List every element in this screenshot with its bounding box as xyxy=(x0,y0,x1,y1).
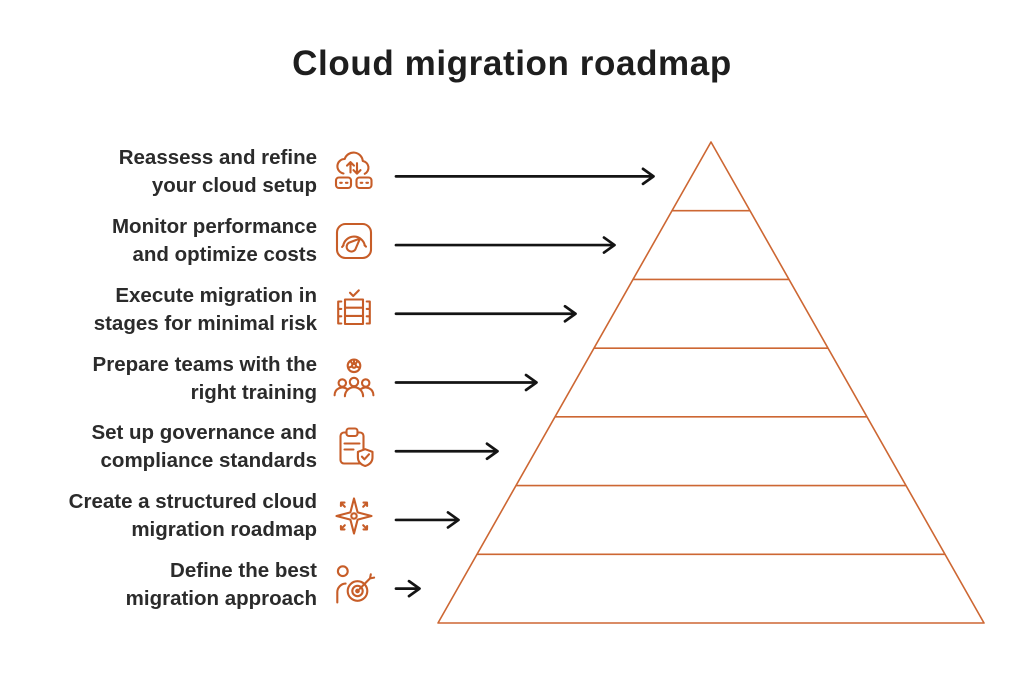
step-arrow xyxy=(394,579,421,598)
step-label: Monitor performance and optimize costs xyxy=(112,213,317,269)
step-arrow xyxy=(394,511,460,529)
step-arrow xyxy=(394,442,499,461)
step-label-line: Define the best xyxy=(170,558,317,582)
step-label: Execute migration in stages for minimal r… xyxy=(94,282,317,338)
step-label-line: Prepare teams with the xyxy=(92,352,317,376)
step-label: Prepare teams with the right training xyxy=(93,351,317,407)
step-arrow xyxy=(394,304,577,323)
step-label: Reassess and refine your cloud setup xyxy=(119,144,317,200)
step-label-line: migration approach xyxy=(125,586,317,610)
step-row: Execute migration in stages for minimal r… xyxy=(0,275,378,345)
cloud-sync-icon xyxy=(330,148,378,196)
step-arrow xyxy=(394,236,616,254)
compass-star-icon xyxy=(330,492,378,540)
step-label-line: Reassess and refine xyxy=(118,146,317,170)
step-label-line: Execute migration in xyxy=(115,283,317,307)
step-row: Set up governance and compliance standard… xyxy=(0,412,378,482)
pyramid-outline xyxy=(437,141,985,624)
step-label-line: right training xyxy=(190,380,317,404)
step-label: Define the best migration approach xyxy=(126,557,317,613)
step-label-line: Monitor performance xyxy=(111,215,317,239)
step-row: Create a structured cloud migration roadm… xyxy=(0,481,378,551)
step-row: Monitor performance and optimize costs xyxy=(0,206,378,276)
step-label-line: compliance standards xyxy=(100,449,317,473)
staged-stack-icon xyxy=(330,286,378,334)
team-training-icon xyxy=(330,355,378,403)
step-row: Define the best migration approach xyxy=(0,550,378,620)
step-label-line: Set up governance and xyxy=(91,421,317,445)
gauge-icon xyxy=(330,217,378,265)
step-label-line: stages for minimal risk xyxy=(93,311,317,335)
step-label-line: migration roadmap xyxy=(131,517,317,541)
step-row: Prepare teams with the right training xyxy=(0,344,378,414)
step-row: Reassess and refine your cloud setup xyxy=(0,137,378,207)
target-person-icon xyxy=(330,561,378,609)
step-arrow xyxy=(394,167,655,186)
step-label-line: Create a structured cloud xyxy=(68,489,317,513)
step-label: Create a structured cloud migration roadm… xyxy=(69,488,317,544)
clipboard-shield-icon xyxy=(330,423,378,471)
step-label-line: and optimize costs xyxy=(132,243,317,267)
step-label-line: your cloud setup xyxy=(151,174,317,198)
diagram-title: Cloud migration roadmap xyxy=(292,44,732,83)
step-label: Set up governance and compliance standard… xyxy=(91,419,317,475)
step-arrow xyxy=(394,373,538,392)
